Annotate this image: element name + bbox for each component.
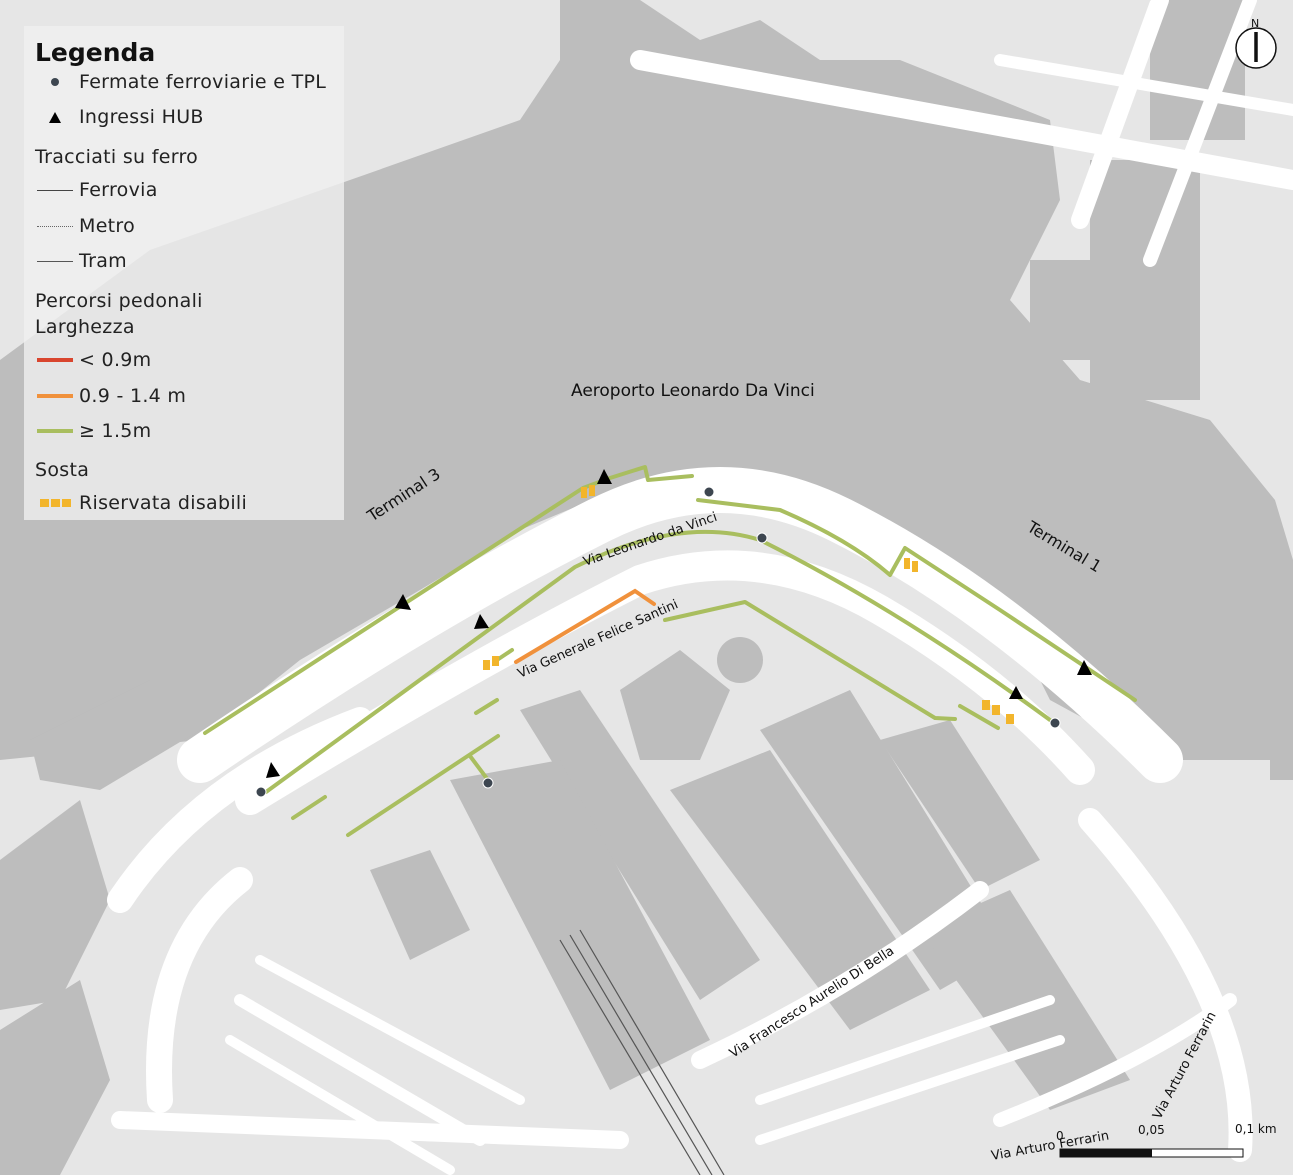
- legend-label-rail: Ferrovia: [79, 179, 158, 201]
- hub-entrance-icon: [474, 614, 489, 629]
- legend-row-metro: Metro: [35, 213, 135, 239]
- label-airport: Aeroporto Leonardo Da Vinci: [571, 381, 815, 401]
- scale-label-01: 0,1 km: [1235, 1122, 1277, 1136]
- legend-label-metro: Metro: [79, 215, 136, 237]
- legend-row-narrow: < 0.9m: [35, 347, 151, 373]
- railway-tracks: [559, 929, 725, 1175]
- stop-icon: [703, 486, 715, 498]
- hub-entrance-icon: [266, 762, 280, 778]
- hub-entrance-icon: [395, 594, 411, 610]
- legend-label-medium: 0.9 - 1.4 m: [79, 385, 187, 407]
- legend-row-rail: Ferrovia: [35, 177, 158, 203]
- stop-icon: [1049, 717, 1061, 729]
- legend-row-medium: 0.9 - 1.4 m: [35, 383, 186, 409]
- legend-label-stops: Fermate ferroviarie e TPL: [79, 71, 327, 93]
- scale-label-0: 0: [1056, 1129, 1064, 1143]
- rail-line-icon: [37, 189, 73, 191]
- stop-icon: [255, 786, 267, 798]
- orange-line-icon: [37, 394, 73, 398]
- stop-icon: [756, 532, 768, 544]
- legend-label-parking: Riservata disabili: [79, 492, 248, 514]
- red-line-icon: [37, 358, 73, 362]
- roads: [107, 0, 1293, 1175]
- stops: [255, 486, 1061, 798]
- legend-label-narrow: < 0.9m: [79, 349, 152, 371]
- disabled-parking: [483, 485, 1014, 724]
- path-medium: [514, 588, 656, 664]
- legend-label-hub: Ingressi HUB: [79, 106, 204, 128]
- scale-bar: 0 0,05 0,1 km: [1056, 1122, 1277, 1158]
- green-line-icon: [37, 429, 73, 433]
- hub-entrance-icon: [1009, 686, 1023, 699]
- legend-heading-width: Larghezza: [35, 316, 135, 338]
- legend-heading-parking: Sosta: [35, 459, 90, 481]
- legend-panel: Legenda Fermate ferroviarie e TPL Ingres…: [24, 26, 344, 520]
- legend-heading-rail: Tracciati su ferro: [35, 146, 199, 168]
- hub-entrance-icon: [1077, 660, 1092, 675]
- parking-icon: [39, 499, 71, 507]
- legend-row-wide: ≥ 1.5m: [35, 418, 151, 444]
- legend-row-hub: Ingressi HUB: [35, 104, 204, 130]
- legend-title: Legenda: [35, 38, 156, 67]
- tram-line-icon: [37, 260, 73, 262]
- metro-line-icon: [37, 225, 73, 227]
- legend-heading-paths: Percorsi pedonali: [35, 290, 203, 312]
- triangle-icon: [49, 111, 61, 123]
- legend-row-parking: Riservata disabili: [35, 490, 247, 516]
- legend-row-stops: Fermate ferroviarie e TPL: [35, 69, 326, 95]
- hub-entrances: [266, 469, 1092, 778]
- legend-row-tram: Tram: [35, 248, 127, 274]
- legend-label-wide: ≥ 1.5m: [79, 420, 152, 442]
- scale-label-005: 0,05: [1138, 1123, 1165, 1137]
- stop-icon: [482, 777, 494, 789]
- stop-dot-icon: [51, 78, 59, 86]
- north-arrow-icon: N: [1235, 17, 1277, 69]
- paths-wide: [203, 465, 1137, 837]
- hub-entrance-icon: [597, 469, 612, 484]
- legend-label-tram: Tram: [79, 250, 127, 272]
- north-label: N: [1251, 17, 1259, 30]
